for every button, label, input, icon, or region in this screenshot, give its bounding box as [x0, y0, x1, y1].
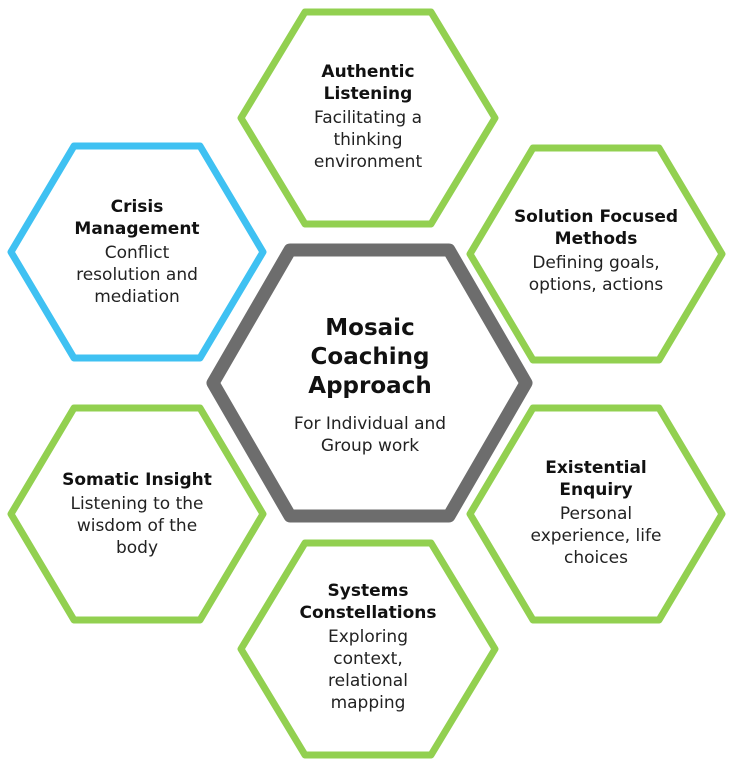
center-title: Mosaic Coaching Approach	[308, 315, 432, 399]
hex-authentic-listening	[237, 8, 499, 228]
hex-title: Authentic Listening	[321, 62, 415, 104]
hex-title: Existential Enquiry	[545, 458, 647, 500]
hex-title: Systems Constellations	[299, 581, 437, 623]
hex-existential-enquiry	[466, 404, 726, 624]
center-description: For Individual and Group work	[293, 414, 447, 456]
text-existential-enquiry: Existential Enquiry Personal experience,…	[496, 457, 696, 569]
hex-description: Personal experience, life choices	[530, 504, 662, 568]
hex-title: Somatic Insight	[62, 470, 212, 490]
text-systems-constellations: Systems Constellations Exploring context…	[268, 580, 468, 714]
hex-center-mosaic	[206, 243, 533, 523]
hex-description: Conflict resolution and mediation	[76, 243, 198, 307]
hex-title: Crisis Management	[74, 197, 200, 239]
hex-solution-focused	[466, 144, 726, 364]
text-solution-focused: Solution Focused Methods Defining goals,…	[496, 206, 696, 296]
hex-description: Facilitating a thinking environment	[313, 108, 423, 172]
hex-title: Solution Focused Methods	[513, 207, 679, 249]
hex-crisis-management	[7, 142, 267, 362]
text-somatic-insight: Somatic Insight Listening to the wisdom …	[37, 469, 237, 559]
text-crisis-management: Crisis Management Conflict resolution an…	[37, 196, 237, 308]
hex-description: Exploring context, relational mapping	[328, 627, 408, 713]
hex-description: Listening to the wisdom of the body	[70, 494, 204, 558]
text-center-mosaic: Mosaic Coaching Approach For Individual …	[270, 314, 470, 457]
hex-systems-constellations	[237, 539, 499, 759]
hex-description: Defining goals, options, actions	[528, 253, 664, 295]
hex-somatic-insight	[7, 404, 267, 624]
text-authentic-listening: Authentic Listening Facilitating a think…	[268, 61, 468, 173]
